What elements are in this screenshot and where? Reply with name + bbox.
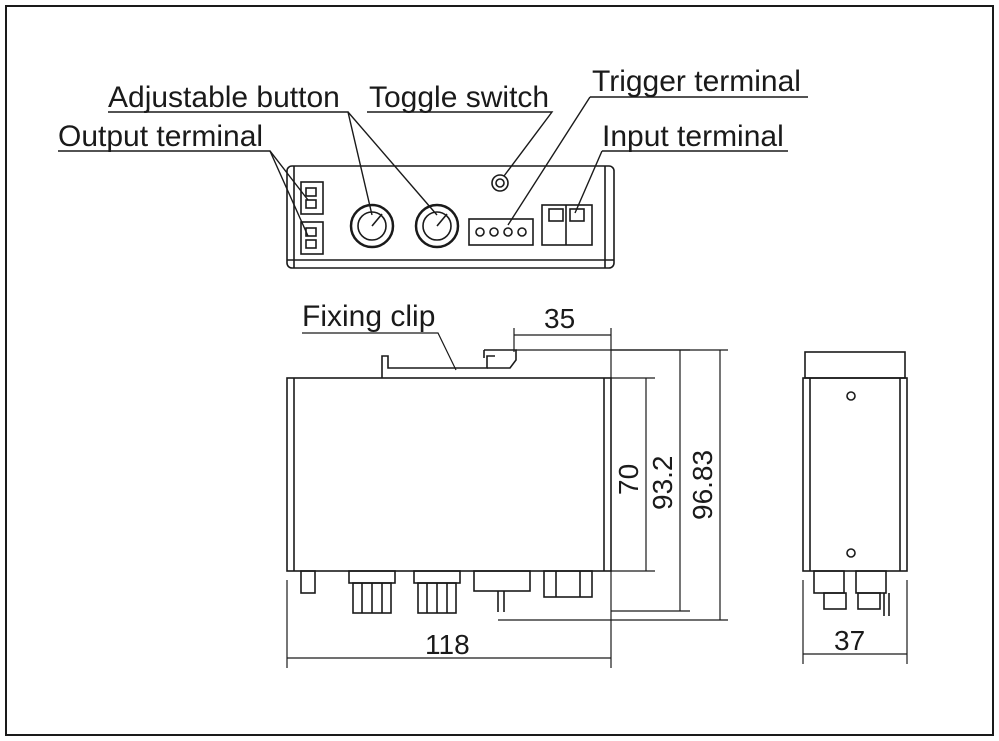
dim-body-height: 70 (613, 464, 644, 495)
dim-width: 118 (425, 629, 470, 660)
label-toggle-switch: Toggle switch (369, 81, 549, 114)
output-terminal-connectors (300, 181, 324, 255)
end-view (802, 351, 908, 616)
adjustable-knob-1 (349, 203, 395, 249)
end-view-body (802, 377, 908, 572)
trigger-terminal-connector (468, 218, 534, 246)
dim-clip-offset: 35 (544, 303, 575, 334)
drawing-border (5, 5, 994, 736)
label-fixing-clip: Fixing clip (302, 300, 435, 333)
label-leaders (58, 96, 808, 237)
label-adjustable-button: Adjustable button (108, 81, 340, 114)
side-view (286, 349, 612, 614)
dim-depth: 37 (834, 625, 865, 656)
input-terminal-block (541, 204, 593, 246)
front-panel-view (286, 165, 615, 269)
label-trigger-terminal: Trigger terminal (592, 65, 801, 98)
label-output-terminal: Output terminal (58, 120, 263, 153)
dim-height-with-clip: 93.2 (647, 456, 678, 511)
dim-overall-height: 96.83 (687, 450, 718, 520)
dimension-lines (286, 328, 728, 668)
front-panel-body (286, 165, 615, 269)
side-view-body (286, 377, 612, 572)
toggle-switch-part (491, 174, 509, 192)
fixing-clip-part (381, 349, 517, 378)
label-input-terminal: Input terminal (602, 120, 784, 153)
end-view-dimension (802, 580, 908, 664)
adjustable-knob-2 (414, 203, 460, 249)
